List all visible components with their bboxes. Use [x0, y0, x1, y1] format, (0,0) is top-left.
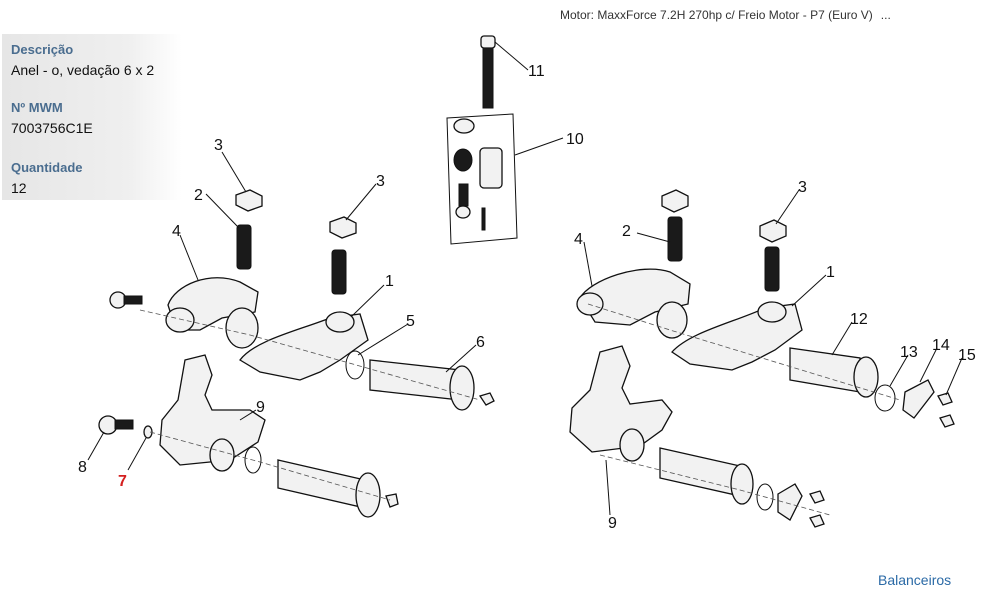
callout-3-right[interactable]: 3	[798, 179, 807, 196]
callout-2-left[interactable]: 2	[194, 187, 203, 204]
part-plate-14[interactable]	[902, 379, 935, 419]
balanceiros-link[interactable]: Balanceiros	[878, 572, 952, 588]
part-screw-2-left-b[interactable]	[331, 249, 347, 295]
callout-10[interactable]: 10	[566, 131, 584, 148]
description-value: Anel - o, vedação 6 x 2	[11, 62, 155, 78]
part-oring-lower-left[interactable]	[244, 446, 262, 474]
part-shaft-6[interactable]	[369, 359, 495, 411]
callout-5[interactable]: 5	[406, 313, 415, 330]
part-screw-2-left-a[interactable]	[236, 224, 252, 270]
callout-4-left[interactable]: 4	[172, 223, 181, 240]
callout-15[interactable]: 15	[958, 347, 976, 364]
part-shaft-lower-left[interactable]	[277, 459, 399, 518]
callout-4-right[interactable]: 4	[574, 231, 583, 248]
callout-11[interactable]: 11	[528, 63, 545, 80]
part-oring-lower-right[interactable]	[756, 483, 774, 511]
part-screw-2-right-a[interactable]	[667, 216, 683, 262]
part-screw-2-right-b[interactable]	[764, 246, 780, 292]
part-bracket-9-right[interactable]	[569, 345, 673, 462]
callout-6[interactable]: 6	[476, 334, 485, 351]
callout-13[interactable]: 13	[900, 344, 918, 361]
part-rocker-4-right[interactable]	[576, 268, 691, 339]
part-plate-lower-right[interactable]	[777, 483, 825, 528]
part-bolt-11[interactable]	[480, 35, 496, 109]
mwm-number-value: 7003756C1E	[11, 120, 93, 136]
part-shaft-12[interactable]	[789, 347, 879, 398]
part-rocker-1-right[interactable]	[671, 301, 803, 371]
callout-7-highlighted[interactable]: 7	[118, 473, 127, 490]
callout-1-right[interactable]: 1	[826, 264, 835, 281]
part-nut-3-right-b[interactable]	[759, 219, 787, 243]
part-oring-5[interactable]	[345, 350, 365, 380]
callout-1-left[interactable]: 1	[385, 273, 394, 290]
callout-3-left-a[interactable]: 3	[214, 137, 223, 154]
quantity-value: 12	[11, 180, 27, 196]
callout-9-left[interactable]: 9	[256, 399, 265, 416]
part-bolt-8[interactable]	[98, 415, 134, 435]
part-info-panel: Descrição Anel - o, vedação 6 x 2 Nº MWM…	[2, 34, 182, 200]
title-text: Motor: MaxxForce 7.2H 270hp c/ Freio Mot…	[560, 8, 873, 22]
callout-8[interactable]: 8	[78, 459, 87, 476]
callout-2-right[interactable]: 2	[622, 223, 631, 240]
part-nut-3-right-a[interactable]	[661, 189, 689, 213]
title-ellipsis[interactable]: ...	[880, 8, 891, 22]
part-oring-13[interactable]	[874, 384, 896, 412]
part-bracket-9-left[interactable]	[159, 354, 266, 472]
part-rocker-1-left[interactable]	[239, 311, 369, 381]
part-bolt-8-left-top[interactable]	[109, 291, 143, 309]
leader-lines	[87, 41, 963, 516]
part-bolt-15[interactable]	[937, 392, 955, 428]
diagram-title: Motor: MaxxForce 7.2H 270hp c/ Freio Mot…	[560, 8, 990, 30]
part-rocker-4-left[interactable]	[165, 277, 259, 349]
description-label: Descrição	[11, 42, 74, 57]
callout-9-right[interactable]: 9	[608, 515, 617, 532]
quantity-label: Quantidade	[11, 160, 83, 175]
part-kit-box-10[interactable]	[446, 113, 518, 245]
callout-12[interactable]: 12	[850, 311, 868, 328]
part-nut-3-left-b[interactable]	[329, 216, 357, 239]
callout-14[interactable]: 14	[932, 337, 950, 354]
callout-3-left-b[interactable]: 3	[376, 173, 385, 190]
part-shaft-lower-right[interactable]	[659, 447, 754, 505]
part-nut-3-left-a[interactable]	[235, 189, 263, 212]
mwm-number-label: Nº MWM	[11, 100, 63, 115]
part-oring-7[interactable]	[143, 425, 153, 439]
